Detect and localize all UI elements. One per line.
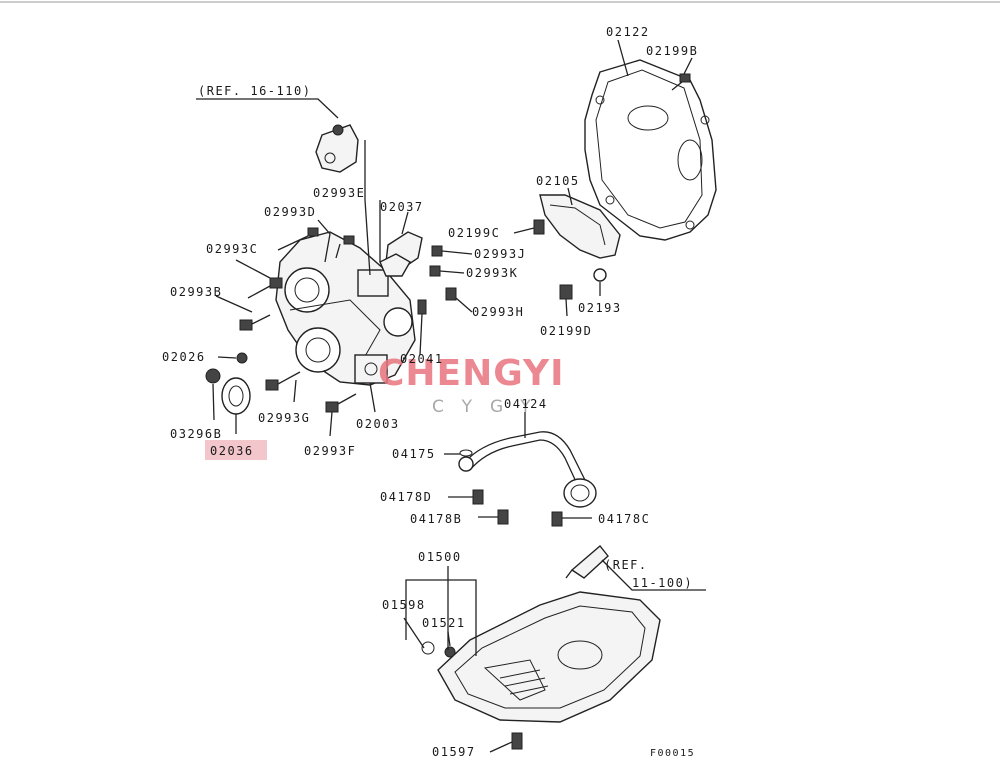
washer-02026-part[interactable] <box>236 352 248 364</box>
bolt-04178c-part[interactable] <box>551 511 563 527</box>
label-02003[interactable]: 02003 <box>356 417 400 431</box>
label-04175[interactable]: 04175 <box>392 447 436 461</box>
label-02105[interactable]: 02105 <box>536 174 580 188</box>
label-02993k[interactable]: 02993K <box>466 266 518 280</box>
highlight-02036-box <box>205 440 267 460</box>
bolt-02993k-part[interactable] <box>429 265 441 277</box>
label-02993f[interactable]: 02993F <box>304 444 356 458</box>
rear-plate-part[interactable] <box>584 59 717 241</box>
bolt-01597-part[interactable] <box>511 732 523 750</box>
label-02199d[interactable]: 02199D <box>540 324 592 338</box>
label-02193[interactable]: 02193 <box>578 301 622 315</box>
bolt-02993f-part[interactable] <box>325 393 357 413</box>
label-02993b[interactable]: 02993B <box>170 285 222 299</box>
bolt-02993e-part[interactable] <box>335 235 355 259</box>
oil-pump-02003-part[interactable] <box>354 354 388 384</box>
diagram-code: F00015 <box>650 748 695 759</box>
bolt-02993d-part[interactable] <box>277 227 319 251</box>
gasket-04175-part[interactable] <box>459 449 473 457</box>
leader-lines <box>196 39 706 753</box>
sensor-ref-16-110-part[interactable] <box>315 124 359 173</box>
label-01598[interactable]: 01598 <box>382 598 426 612</box>
watermark-sub: CYGY <box>432 397 549 417</box>
label-04178b[interactable]: 04178B <box>410 512 462 526</box>
bolt-02993g-part[interactable] <box>265 371 301 391</box>
bolt-04178d-part[interactable] <box>472 489 484 505</box>
label-02993j[interactable]: 02993J <box>474 247 526 261</box>
relief-valve-02037-part[interactable] <box>379 231 423 277</box>
label-02993c[interactable]: 02993C <box>206 242 258 256</box>
label-02993h[interactable]: 02993H <box>472 305 524 319</box>
bolt-02199d-part[interactable] <box>559 284 573 300</box>
label-02993d[interactable]: 02993D <box>264 205 316 219</box>
gasket-01598-part[interactable] <box>421 641 435 655</box>
bolt-04178b-part[interactable] <box>497 509 509 525</box>
label-02993e[interactable]: 02993E <box>313 186 365 200</box>
oil-strainer-04124-part[interactable] <box>458 431 597 508</box>
label-02199c[interactable]: 02199C <box>448 226 500 240</box>
label-02036[interactable]: 02036 <box>210 444 254 458</box>
bolt-02993j-part[interactable] <box>431 245 443 257</box>
bolt-02199c-part[interactable] <box>533 219 545 235</box>
washer-02193-part[interactable] <box>593 268 607 282</box>
bolt-02993c-part[interactable] <box>247 277 283 299</box>
bolt-02993b-part[interactable] <box>239 314 271 331</box>
front-case-assembly-part[interactable] <box>275 231 416 386</box>
sealant-ref-11-100-part[interactable] <box>565 544 609 579</box>
label-01597[interactable]: 01597 <box>432 745 476 759</box>
oil-seal-02036-part[interactable] <box>221 377 251 415</box>
bolt-02993h-part[interactable] <box>445 287 457 301</box>
part-labels: (REF. 16-110) 02122 02199B 02105 02199C … <box>162 25 698 759</box>
label-ref-11-100-b[interactable]: 11-100) <box>632 576 693 590</box>
label-01521[interactable]: 01521 <box>422 616 466 630</box>
drain-plug-01521-part[interactable] <box>444 646 456 658</box>
label-04178d[interactable]: 04178D <box>380 490 432 504</box>
label-02122[interactable]: 02122 <box>606 25 650 39</box>
bracket-02105-part[interactable] <box>539 194 621 259</box>
label-ref-11-100-a[interactable]: (REF. <box>604 558 648 572</box>
label-03296b[interactable]: 03296B <box>170 427 222 441</box>
clip-02041-part[interactable] <box>417 299 427 315</box>
plug-03296b-part[interactable] <box>205 368 221 384</box>
label-04124[interactable]: 04124 <box>504 397 548 411</box>
watermark: CHENGYI CYGY <box>378 353 565 417</box>
label-02041[interactable]: 02041 <box>400 352 444 366</box>
label-02993g[interactable]: 02993G <box>258 411 310 425</box>
bolt-02199b-part[interactable] <box>671 73 691 91</box>
label-04178c[interactable]: 04178C <box>598 512 650 526</box>
watermark-brand: CHENGYI <box>378 353 565 394</box>
label-02199b[interactable]: 02199B <box>646 44 698 58</box>
oil-pan-01500-part[interactable] <box>437 591 661 723</box>
label-02026[interactable]: 02026 <box>162 350 206 364</box>
label-02037[interactable]: 02037 <box>380 200 424 214</box>
label-ref-16-110[interactable]: (REF. 16-110) <box>198 84 311 98</box>
label-01500[interactable]: 01500 <box>418 550 462 564</box>
